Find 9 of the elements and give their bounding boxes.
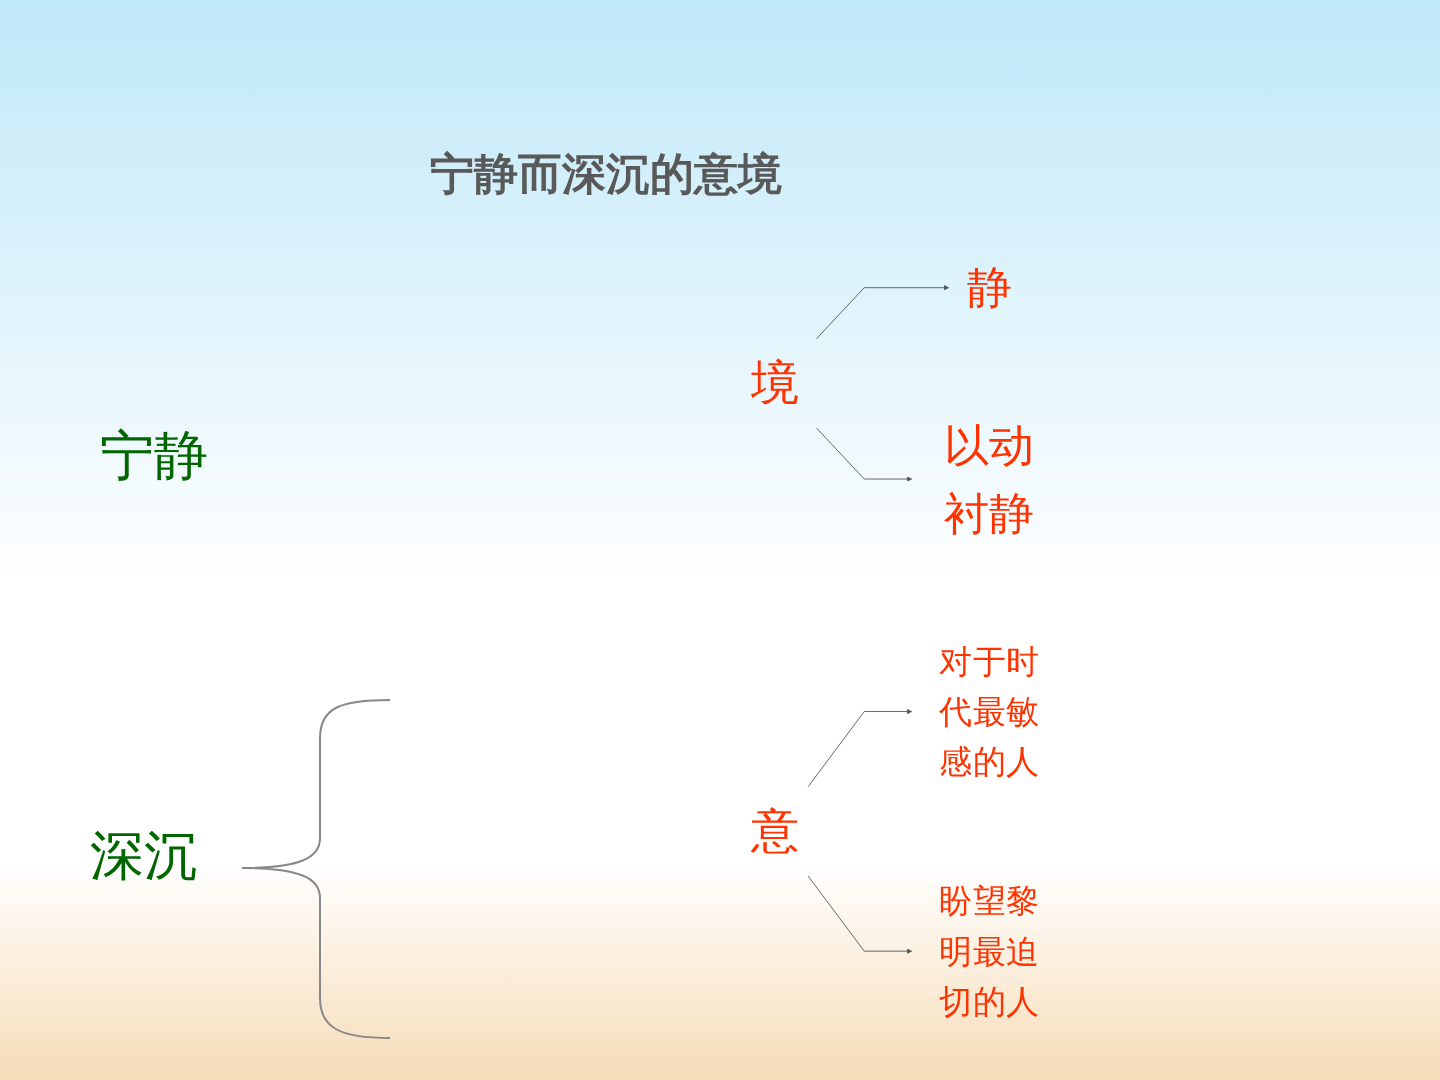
side-label: 深沉 xyxy=(90,823,198,889)
title: 宁静而深沉的意境 xyxy=(430,147,782,201)
node-text: 对于时代最敏感的人 xyxy=(939,641,1040,781)
node-text: 境 xyxy=(750,355,799,411)
node-text: 盼望黎明最迫切的人 xyxy=(939,881,1040,1021)
node-text: 静 xyxy=(966,260,1013,314)
node-text: 以动衬静 xyxy=(944,418,1035,540)
node-text: 意 xyxy=(750,803,799,859)
side-label: 宁静 xyxy=(100,423,208,489)
